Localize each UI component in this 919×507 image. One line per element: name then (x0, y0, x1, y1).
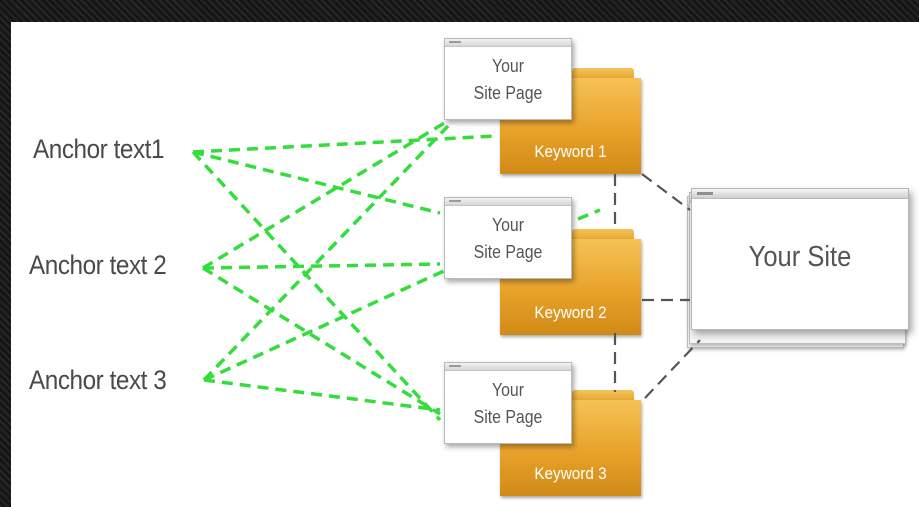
anchor2-to-page3 (202, 266, 441, 416)
site-page-line2: Site Page (473, 242, 543, 262)
anchor1-to-page3 (191, 150, 442, 422)
site-window: Your Site (691, 188, 909, 330)
page2-to-keyword2 (577, 208, 601, 221)
anchor2-to-page2 (202, 262, 441, 270)
keyword-label-2: Keyword 2 (534, 303, 607, 322)
site-page-line1: Your (491, 56, 525, 76)
window-titlebar (445, 198, 571, 206)
anchor3-to-page2 (203, 268, 447, 382)
anchor3-to-page3 (203, 378, 441, 412)
site-label: Your Site (748, 241, 852, 273)
window-titlebar (445, 39, 571, 47)
anchor1-to-page2 (192, 150, 441, 215)
site-page-3: Your Site Page (444, 362, 572, 444)
site-page-text: Your Site Page (453, 212, 564, 266)
anchor-text-3: Anchor text 3 (29, 365, 167, 395)
anchor-text-2: Anchor text 2 (29, 250, 167, 280)
window-titlebar (692, 189, 908, 199)
anchor-links (191, 120, 601, 422)
site-page-text: Your Site Page (453, 377, 564, 431)
keyword-folder-2: Keyword 2 (500, 229, 641, 335)
keyword1-to-site (641, 173, 691, 211)
site-page-line1: Your (491, 380, 525, 400)
site-page-text: Your Site Page (453, 53, 564, 107)
anchor2-to-page1 (202, 120, 447, 270)
anchor3-to-page1 (202, 124, 450, 382)
site-page-line2: Site Page (473, 407, 543, 427)
window-titlebar (445, 363, 571, 371)
keyword-label-1: Keyword 1 (534, 142, 607, 161)
site-connectors (613, 173, 701, 399)
site-page-1: Your Site Page (444, 38, 572, 120)
keyword3-to-site (644, 339, 701, 399)
site-page-2: Your Site Page (444, 197, 572, 279)
site-page-line2: Site Page (473, 83, 543, 103)
anchor-text-1: Anchor text1 (33, 134, 165, 164)
site-page-line1: Your (491, 215, 525, 235)
anchor1-to-page1 (192, 134, 497, 154)
keyword-label-3: Keyword 3 (534, 464, 607, 483)
